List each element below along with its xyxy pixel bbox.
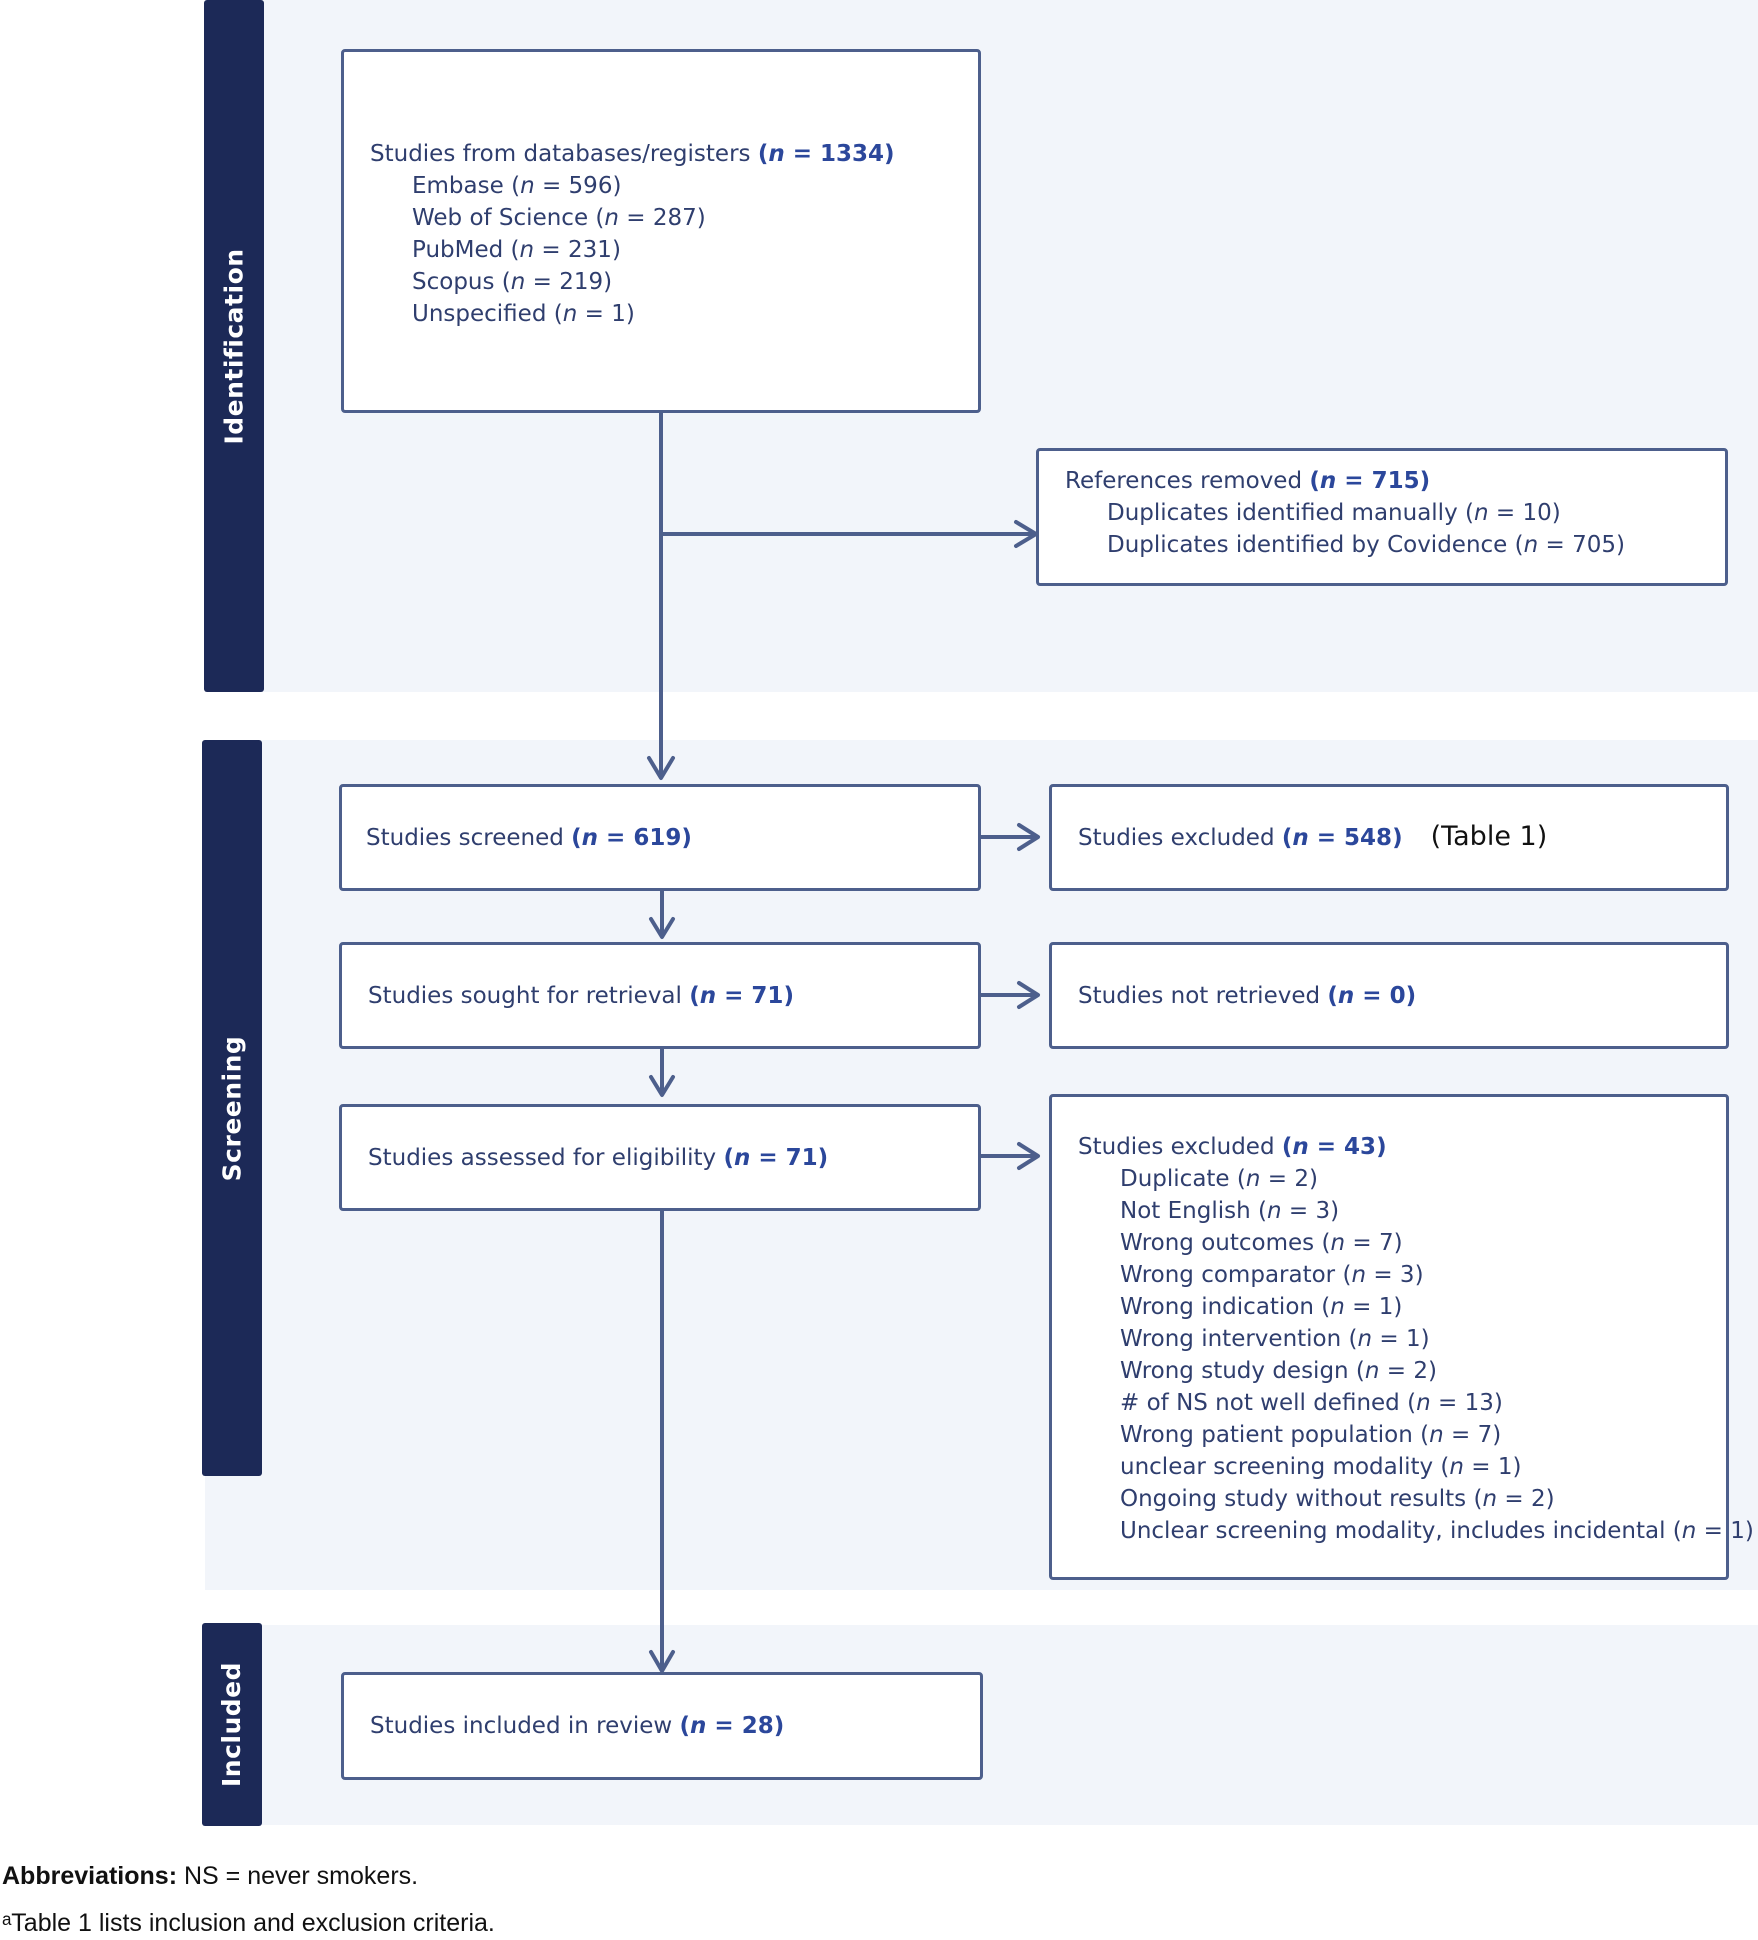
exclusion-reason: unclear screening modality (n = 1) [1120, 1454, 1522, 1480]
box-references-removed: References removed (n = 715) Duplicates … [1036, 448, 1728, 586]
database-item: Embase (n = 596) [412, 173, 622, 199]
included-label: Studies included in review (n = 28) [370, 1713, 785, 1739]
arrowhead-included [649, 1650, 675, 1673]
box-studies-sought-retrieval: Studies sought for retrieval (n = 71) [339, 942, 981, 1049]
exclusion-reason: Not English (n = 3) [1120, 1198, 1340, 1224]
exclusion-reason: Unclear screening modality, includes inc… [1120, 1518, 1754, 1544]
box-studies-screened: Studies screened (n = 619) [339, 784, 981, 891]
exclusion-reason: Ongoing study without results (n = 2) [1120, 1486, 1555, 1512]
exclusion-reason: Duplicate (n = 2) [1120, 1166, 1318, 1192]
box-studies-assessed-eligibility: Studies assessed for eligibility (n = 71… [339, 1104, 981, 1211]
arrowhead-eligibility [649, 1075, 675, 1097]
box-studies-excluded-eligibility: Studies excluded (n = 43) Duplicate (n =… [1049, 1094, 1754, 1580]
arrowhead-excluded-elig [1017, 1142, 1040, 1170]
databases-heading: Studies from databases/registers (n = 13… [370, 141, 895, 167]
database-item: Scopus (n = 219) [412, 269, 613, 295]
database-item: Web of Science (n = 287) [412, 205, 706, 231]
removed-item: Duplicates identified manually (n = 10) [1107, 500, 1561, 526]
table-reference-note: (Table 1) [1430, 821, 1548, 852]
arrowhead-main-upper [647, 756, 675, 780]
box-studies-not-retrieved: Studies not retrieved (n = 0) [1049, 942, 1729, 1049]
removed-item: Duplicates identified by Covidence (n = … [1107, 532, 1625, 558]
stage-identification: Identification [204, 0, 264, 692]
abbreviations-text: NS = never smokers. [183, 1862, 419, 1890]
excluded-screening-label: Studies excluded (n = 548)(Table 1) [1078, 821, 1548, 852]
exclusion-reason: Wrong outcomes (n = 7) [1120, 1230, 1403, 1256]
abbreviations-footnote: Abbreviations: NS = never smokers. [2, 1862, 418, 1891]
removed-heading: References removed (n = 715) [1065, 468, 1431, 494]
excluded-eligibility-heading: Studies excluded (n = 43) [1078, 1134, 1387, 1160]
arrowhead-retrieval [649, 917, 675, 939]
eligibility-label: Studies assessed for eligibility (n = 71… [368, 1144, 829, 1171]
exclusion-reason: Wrong indication (n = 1) [1120, 1294, 1403, 1320]
stage-screening: Screening [202, 740, 262, 1476]
exclusion-reason: Wrong study design (n = 2) [1120, 1358, 1438, 1384]
box-studies-excluded-screening: Studies excluded (n = 548)(Table 1) [1049, 784, 1729, 891]
arrowhead-not-retrieved [1017, 981, 1040, 1009]
box-studies-included: Studies included in review (n = 28) [341, 1672, 983, 1780]
table-footnote: ᵃTable 1 lists inclusion and exclusion c… [2, 1909, 495, 1937]
exclusion-reason: Wrong patient population (n = 7) [1120, 1422, 1502, 1448]
stage-included: Included [202, 1623, 262, 1826]
exclusion-reason: Wrong comparator (n = 3) [1120, 1262, 1424, 1288]
screened-label: Studies screened (n = 619) [366, 824, 692, 851]
abbreviations-label: Abbreviations: [2, 1862, 178, 1890]
box-databases: Studies from databases/registers (n = 13… [341, 49, 981, 413]
exclusion-reason: Wrong intervention (n = 1) [1120, 1326, 1430, 1352]
retrieval-label: Studies sought for retrieval (n = 71) [368, 982, 794, 1009]
arrowhead-excluded-screen [1017, 823, 1040, 851]
database-item: Unspecified (n = 1) [412, 301, 635, 327]
database-item: PubMed (n = 231) [412, 237, 621, 263]
exclusion-reason: # of NS not well defined (n = 13) [1120, 1390, 1503, 1416]
not-retrieved-label: Studies not retrieved (n = 0) [1078, 982, 1417, 1009]
